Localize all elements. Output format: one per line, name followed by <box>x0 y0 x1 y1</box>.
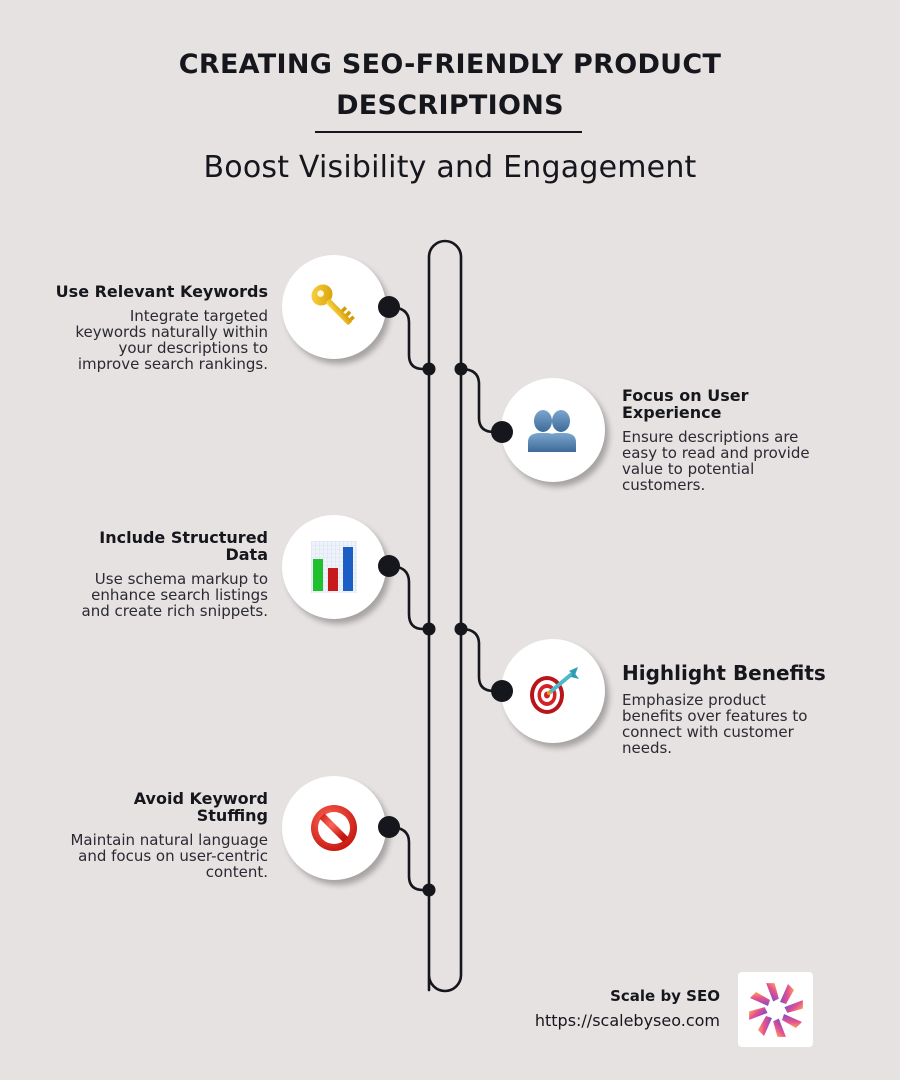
page-title: CREATING SEO-FRIENDLY PRODUCT DESCRIPTIO… <box>0 44 900 126</box>
target-icon <box>530 667 579 714</box>
node-2-dot <box>491 421 513 443</box>
node-bar-chart <box>282 515 386 619</box>
page-subtitle: Boost Visibility and Engagement <box>203 150 697 185</box>
node-users <box>501 378 605 482</box>
item-include-structured-data: Include Structured Data Use schema marku… <box>8 529 268 619</box>
node-1-dot <box>378 296 400 318</box>
title-line-2: DESCRIPTIONS <box>336 90 564 121</box>
footer-brand: Scale by SEO <box>610 987 720 1005</box>
item-title: Highlight Benefits <box>622 661 826 685</box>
item-avoid-keyword-stuffing: Avoid Keyword Stuffing Maintain natural … <box>8 790 268 880</box>
node-3-dot <box>378 555 400 577</box>
bar-chart-icon <box>311 541 357 593</box>
title-line-1: CREATING SEO-FRIENDLY PRODUCT <box>178 49 722 80</box>
item-use-relevant-keywords: Use Relevant Keywords Integrate targeted… <box>8 283 268 372</box>
timeline-pill <box>427 239 463 993</box>
brand-logo <box>738 972 813 1047</box>
node-target <box>501 639 605 743</box>
key-icon <box>311 284 355 325</box>
item-title: Focus on User Experience <box>622 386 749 422</box>
item-focus-on-user-experience: Focus on User Experience Ensure descript… <box>622 387 852 493</box>
item-description: Emphasize product benefits over features… <box>622 691 808 757</box>
pinwheel-logo-icon <box>748 982 803 1037</box>
item-title: Include Structured Data <box>99 528 268 564</box>
item-description: Use schema markup to enhance search list… <box>81 570 268 620</box>
item-description: Maintain natural language and focus on u… <box>70 831 268 881</box>
node-key <box>282 255 386 359</box>
item-title: Use Relevant Keywords <box>55 282 268 301</box>
users-icon <box>528 410 576 452</box>
node-4-dot <box>491 680 513 702</box>
node-prohibited <box>282 776 386 880</box>
item-description: Integrate targeted keywords naturally wi… <box>75 307 268 373</box>
footer-url[interactable]: https://scalebyseo.com <box>534 1011 720 1030</box>
prohibited-icon <box>311 805 357 851</box>
node-5-dot <box>378 816 400 838</box>
title-divider <box>315 131 582 133</box>
item-highlight-benefits: Highlight Benefits Emphasize product ben… <box>622 662 852 756</box>
item-title: Avoid Keyword Stuffing <box>133 789 268 825</box>
item-description: Ensure descriptions are easy to read and… <box>622 428 810 494</box>
